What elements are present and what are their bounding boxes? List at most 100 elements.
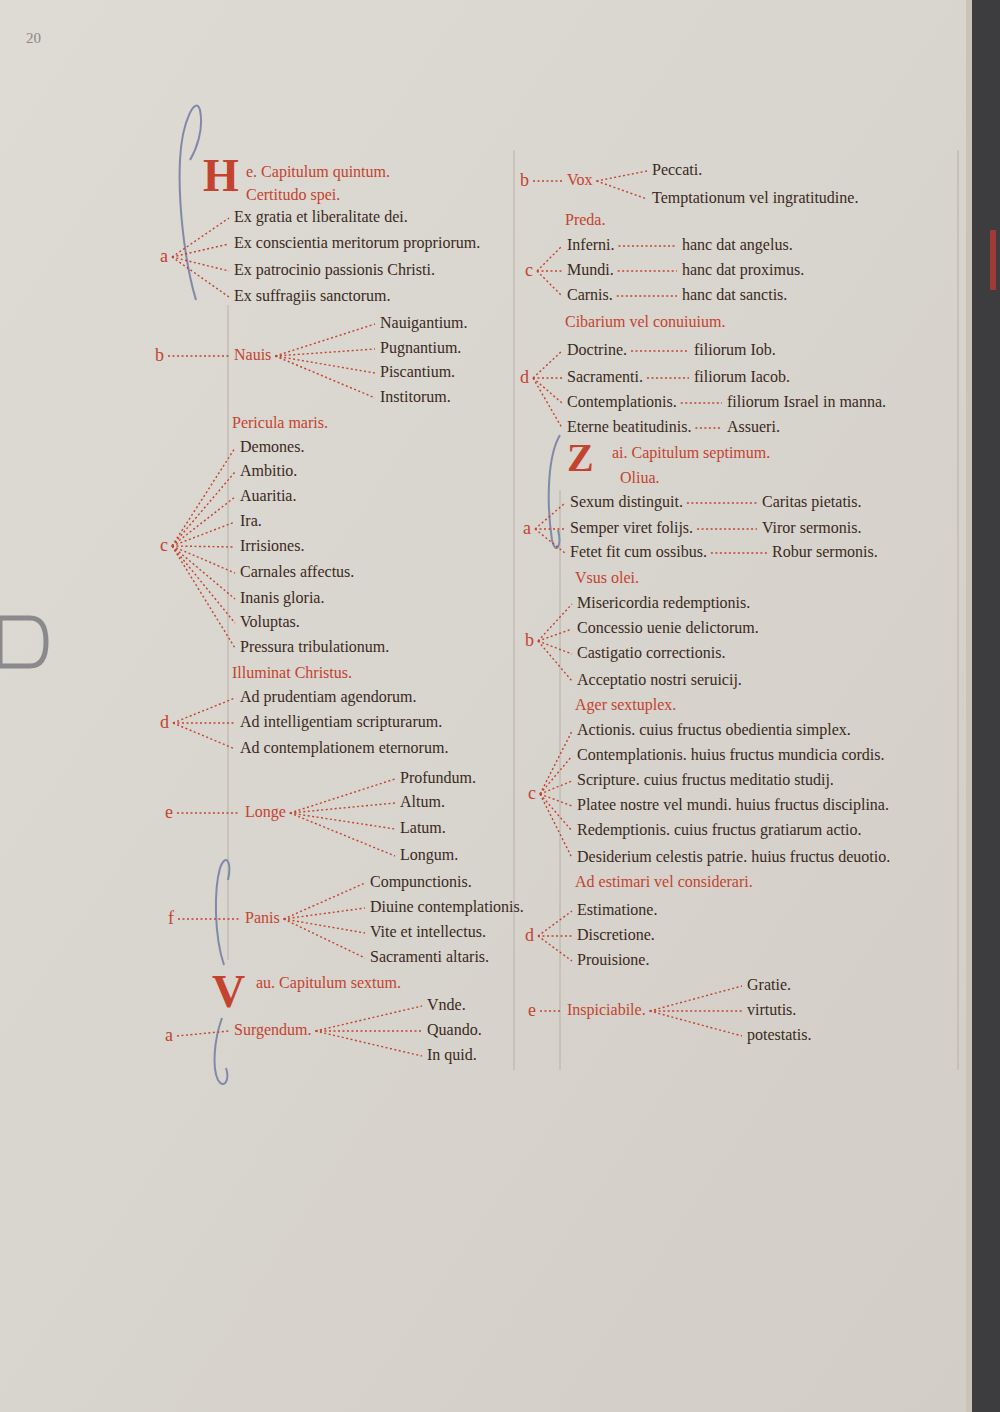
term-text: Viror sermonis. [762,519,861,536]
term-text: b [155,345,164,365]
term-text: Caritas pietatis. [762,493,862,510]
distinction-term: Scripture. cuius fructus meditatio studi… [575,770,836,790]
page-edge [966,0,972,1412]
distinction-term: Nauis [232,345,273,365]
dotted-connector [538,936,572,961]
distinction-term: Profundum. [398,768,478,788]
distinction-term: Voluptas. [238,612,302,632]
dotted-connector [172,472,235,546]
term-text: Misericordia redemptionis. [577,594,750,611]
distinction-term: Ex gratia et liberalitate dei. [232,207,410,227]
term-text: Demones. [240,438,304,455]
term-text: Ambitio. [240,462,297,479]
dotted-connector [617,295,677,296]
ruling [560,490,561,1070]
distinction-term: hanc dat angelus. [680,235,795,255]
term-text: Desiderium celestis patrie. huius fructu… [577,848,890,865]
term-text: Irrisiones. [240,537,304,554]
dotted-connector [618,270,677,271]
distinction-term: Vite et intellectus. [368,922,488,942]
rubric: Illuminat Christus. [232,664,352,681]
term-text: a [165,1025,173,1045]
dotted-connector [538,604,572,641]
distinction-term: Ad intelligentiam scripturarum. [238,712,444,732]
division-letter: c [526,783,538,803]
dotted-connector [172,448,235,546]
term-text: Gratie. [747,976,791,993]
rubric: Oliua. [620,469,660,486]
distinction-term: Peccati. [650,160,704,180]
rubric: Ager sextuplex. [575,696,676,713]
distinction-term: Redemptionis. cuius fructus gratiarum ac… [575,820,863,840]
term-text: Fetet fit cum ossibus. [570,543,707,560]
dotted-connector [290,803,395,813]
division-letter: a [163,1025,175,1045]
dotted-connector [711,552,767,553]
term-text: Inferni. [567,236,615,253]
distinction-term: Discretione. [575,925,657,945]
term-text: Inanis gloria. [240,589,324,606]
folio-number: 20 [26,30,41,46]
term-text: Temptationum vel ingratitudine. [652,189,858,206]
next-page-shadow [972,0,1000,1412]
distinction-term: Demones. [238,437,306,457]
penwork-flourish [180,106,201,300]
distinction-term: Caritas pietatis. [760,492,864,512]
term-text: filiorum Iob. [694,341,776,358]
division-letter: a [521,518,533,538]
dotted-connector [537,271,562,296]
dotted-connector [284,919,365,933]
term-text: Ex suffragiis sanctorum. [234,287,391,304]
term-text: Robur sermonis. [772,543,878,560]
dotted-connector [275,356,375,373]
term-text: Actionis. cuius fructus obedientia simpl… [577,721,851,738]
division-letter: d [523,925,536,945]
ruling [514,150,515,1070]
distinction-term: virtutis. [745,1000,798,1020]
term-text: Quando. [427,1021,482,1038]
distinction-term: Sexum distinguit. [568,492,685,512]
distinction-term: Fetet fit cum ossibus. [568,542,709,562]
term-text: Contemplationis. huius fructus mundicia … [577,746,885,763]
dotted-connector [275,356,375,398]
distinction-term: Ex suffragiis sanctorum. [232,286,393,306]
dotted-connector [540,794,572,831]
dotted-connector [173,723,235,749]
distinction-term: Contemplationis. [565,392,679,412]
term-text: Eterne beatitudinis. [567,418,691,435]
term-text: Prouisione. [577,951,649,968]
division-letter: c [523,260,535,280]
distinction-term: Eterne beatitudinis. [565,417,693,437]
term-text: Assueri. [727,418,780,435]
dotted-connector [535,528,565,529]
distinction-term: Longe [243,802,288,822]
term-text: c [160,535,168,555]
distinction-term: Viror sermonis. [760,518,863,538]
term-text: Sacramenti. [567,368,643,385]
dotted-connector [290,813,395,829]
distinction-term: Robur sermonis. [770,542,880,562]
dotted-connector [172,522,235,546]
term-text: d [525,925,534,945]
term-text: Institorum. [380,388,451,405]
distinction-term: Ira. [238,511,264,531]
dotted-connector [172,257,229,271]
distinction-term: filiorum Israel in manna. [725,392,888,412]
rubric: Pericula maris. [232,414,328,431]
chapter-heading: e. Capitulum quintum. [246,163,390,180]
dotted-connector [650,986,742,1011]
term-text: Longe [245,803,286,820]
distinction-term: Assueri. [725,417,782,437]
distinction-term: Acceptatio nostri seruicij. [575,670,744,690]
dotted-connector [172,546,235,648]
dotted-connector [284,883,365,919]
term-text: Pressura tribulationum. [240,638,389,655]
rubric: Certitudo spei. [246,186,340,203]
distinction-term: Pressura tribulationum. [238,637,391,657]
term-text: c [525,260,533,280]
distinction-term: Ambitio. [238,461,299,481]
distinction-term: Mundi. [565,260,616,280]
dotted-connector [535,503,565,529]
distinction-term: Piscantium. [378,362,457,382]
distinction-term: Temptationum vel ingratitudine. [650,188,860,208]
